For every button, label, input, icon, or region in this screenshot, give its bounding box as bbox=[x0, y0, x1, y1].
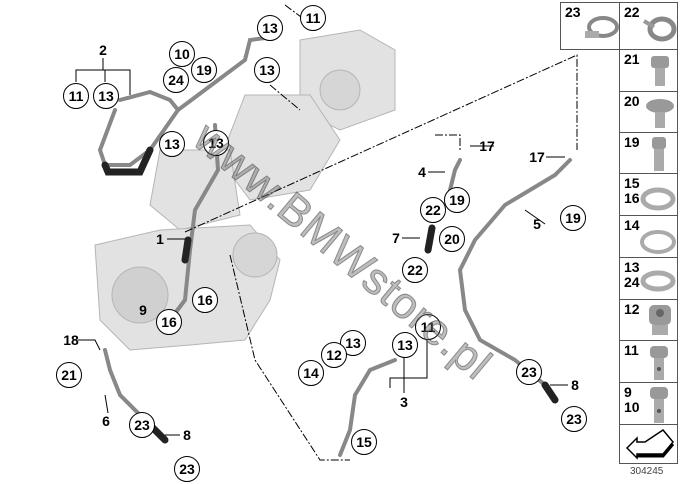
banjo-bolt-icon bbox=[650, 346, 668, 380]
seal-ring-icon bbox=[640, 270, 676, 292]
legend-label: 11 bbox=[624, 342, 639, 358]
legend-item[interactable]: 23 bbox=[560, 2, 620, 50]
rubber-hose-1 bbox=[181, 236, 192, 264]
legend-item[interactable]: 12 bbox=[619, 299, 678, 341]
diagram-number: 304245 bbox=[630, 466, 664, 477]
legend-item[interactable]: 15 16 bbox=[619, 173, 678, 216]
callout-14[interactable]: 14 bbox=[298, 360, 324, 386]
label-17[interactable]: 17 bbox=[529, 149, 545, 165]
spring-clamp-icon bbox=[642, 16, 677, 42]
callout-13[interactable]: 13 bbox=[257, 15, 283, 41]
legend-label: 9 10 bbox=[624, 384, 640, 415]
callout-22[interactable]: 22 bbox=[402, 257, 428, 283]
callout-19[interactable]: 19 bbox=[444, 187, 470, 213]
orientation-arrow-cell bbox=[619, 424, 678, 464]
orientation-arrow-icon bbox=[625, 429, 675, 460]
callout-23[interactable]: 23 bbox=[174, 456, 200, 482]
callout-13[interactable]: 13 bbox=[392, 332, 418, 358]
label-17[interactable]: 17 bbox=[479, 138, 495, 154]
banjo-bolt-icon bbox=[650, 387, 668, 423]
callout-13[interactable]: 13 bbox=[159, 131, 185, 157]
callout-19[interactable]: 19 bbox=[191, 57, 217, 83]
hex-bolt-icon bbox=[651, 56, 669, 86]
oil-line-3 bbox=[338, 358, 397, 457]
callout-16[interactable]: 16 bbox=[156, 309, 182, 335]
hose-clamp-icon bbox=[585, 16, 619, 38]
legend-label: 20 bbox=[624, 93, 640, 109]
rubber-hose-2 bbox=[101, 146, 154, 176]
callout-16[interactable]: 16 bbox=[192, 287, 218, 313]
label-3[interactable]: 3 bbox=[400, 394, 408, 410]
callout-24[interactable]: 24 bbox=[163, 67, 189, 93]
callout-21[interactable]: 21 bbox=[56, 362, 82, 388]
legend-item[interactable]: 19 bbox=[619, 132, 678, 174]
label-2[interactable]: 2 bbox=[99, 42, 107, 58]
legend-item[interactable]: 9 10 bbox=[619, 382, 678, 425]
socket-screw-icon bbox=[652, 137, 666, 171]
label-4[interactable]: 4 bbox=[418, 164, 426, 180]
callout-13[interactable]: 13 bbox=[340, 330, 366, 356]
callout-23[interactable]: 23 bbox=[561, 406, 587, 432]
label-6[interactable]: 6 bbox=[102, 413, 110, 429]
legend-label: 15 16 bbox=[624, 175, 640, 206]
callout-22[interactable]: 22 bbox=[420, 197, 446, 223]
seal-ring-icon bbox=[640, 230, 676, 254]
callout-20[interactable]: 20 bbox=[439, 226, 465, 252]
callout-12[interactable]: 12 bbox=[321, 342, 347, 368]
oil-line-4 bbox=[448, 158, 462, 192]
label-9[interactable]: 9 bbox=[139, 302, 147, 318]
callout-11[interactable]: 11 bbox=[300, 5, 326, 31]
oil-return-line-6 bbox=[103, 348, 152, 427]
oil-line-upper bbox=[176, 36, 267, 112]
legend-label: 22 bbox=[624, 4, 640, 20]
callout-15[interactable]: 15 bbox=[351, 429, 377, 455]
parts-legend: 23 22 21 20 19 15 16 14 13 24 12 11 9 10 bbox=[560, 2, 678, 464]
callout-11[interactable]: 11 bbox=[415, 314, 441, 340]
rubber-hose-8-right bbox=[541, 381, 559, 404]
label-18[interactable]: 18 bbox=[63, 332, 79, 348]
legend-label: 21 bbox=[624, 51, 640, 67]
rubber-hose-7 bbox=[424, 224, 436, 254]
label-8[interactable]: 8 bbox=[183, 427, 191, 443]
screw-plug-icon bbox=[649, 305, 671, 335]
label-8[interactable]: 8 bbox=[571, 377, 579, 393]
legend-label: 12 bbox=[624, 301, 640, 317]
legend-label: 19 bbox=[624, 134, 640, 150]
legend-item[interactable]: 20 bbox=[619, 91, 678, 133]
callout-19[interactable]: 19 bbox=[560, 205, 586, 231]
label-5[interactable]: 5 bbox=[533, 216, 541, 232]
legend-label: 23 bbox=[565, 4, 581, 20]
callout-13[interactable]: 13 bbox=[254, 57, 280, 83]
callout-13[interactable]: 13 bbox=[93, 83, 119, 109]
oil-line-1 bbox=[168, 123, 221, 322]
label-7[interactable]: 7 bbox=[392, 230, 400, 246]
seal-ring-icon bbox=[640, 187, 676, 211]
legend-item[interactable]: 13 24 bbox=[619, 257, 678, 300]
legend-label: 13 24 bbox=[624, 259, 640, 290]
oil-return-line-5 bbox=[457, 158, 572, 387]
callout-11[interactable]: 11 bbox=[63, 83, 89, 109]
callout-23[interactable]: 23 bbox=[129, 412, 155, 438]
legend-item[interactable]: 11 bbox=[619, 340, 678, 383]
legend-item[interactable]: 22 bbox=[619, 2, 678, 50]
label-1[interactable]: 1 bbox=[156, 231, 164, 247]
collar-screw-icon bbox=[646, 99, 674, 128]
legend-label: 14 bbox=[624, 217, 640, 233]
callout-13[interactable]: 13 bbox=[203, 130, 229, 156]
legend-item[interactable]: 14 bbox=[619, 215, 678, 258]
legend-item[interactable]: 21 bbox=[619, 49, 678, 92]
callout-10[interactable]: 10 bbox=[169, 41, 195, 67]
callout-23[interactable]: 23 bbox=[516, 359, 542, 385]
